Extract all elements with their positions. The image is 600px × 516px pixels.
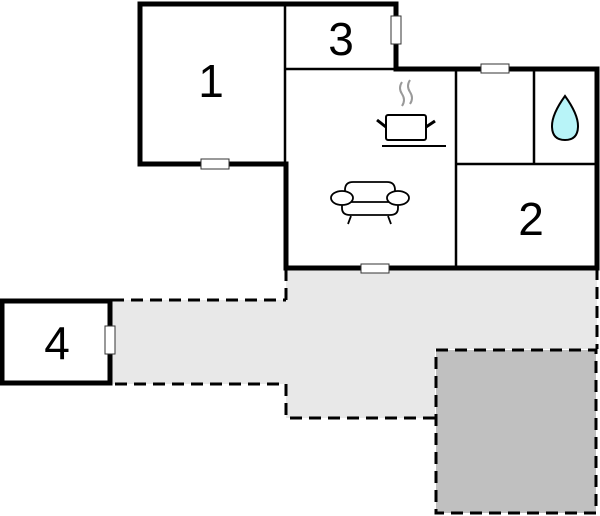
room-4-label: 4 [44,317,70,369]
windows [104,15,510,355]
kitchen-pot-icon [376,79,446,147]
sofa-icon [330,181,410,225]
water-drop-icon [550,94,580,142]
window-room3 [390,15,402,45]
window-living [360,263,390,274]
covered-area [434,348,598,515]
interior-walls [283,4,595,268]
window-top-right [480,63,510,74]
terrace-area [112,268,599,420]
window-room1 [200,158,230,170]
room-2-label: 2 [518,193,544,245]
room-3-label: 3 [328,13,354,65]
room-1-label: 1 [198,55,224,107]
door-room4 [104,325,116,355]
